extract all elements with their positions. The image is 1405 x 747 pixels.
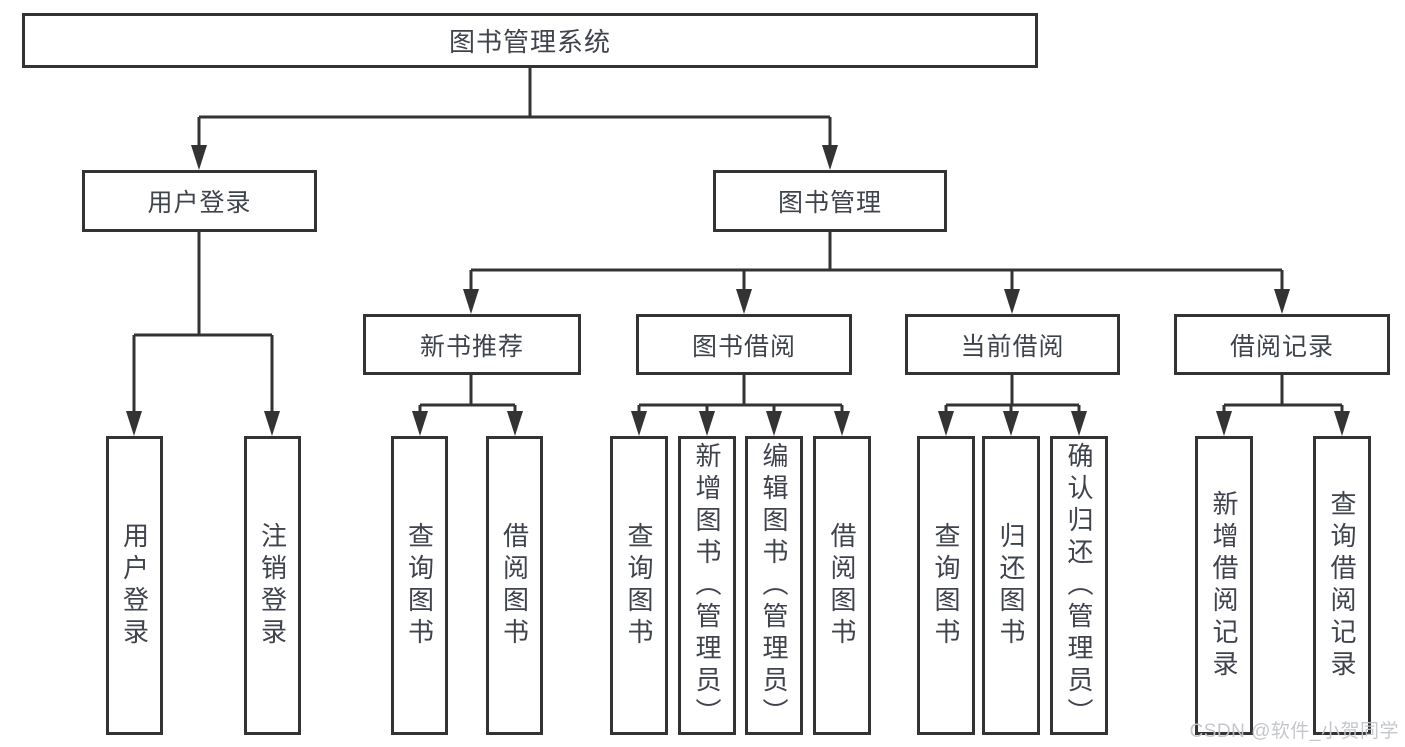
node-root-system: 图书管理系统 bbox=[22, 13, 1038, 68]
node-borrow-record: 借阅记录 bbox=[1174, 314, 1390, 375]
node-label: 编辑图书（管理员） bbox=[759, 441, 789, 730]
node-user-login: 用户登录 bbox=[82, 170, 317, 232]
leaf-query-book-borrow: 查询图书 bbox=[610, 436, 668, 735]
arrow-down-icon bbox=[412, 411, 428, 436]
arrow-down-icon bbox=[507, 411, 523, 436]
arrow-down-icon bbox=[191, 145, 207, 170]
leaf-add-book-admin: 新增图书（管理员） bbox=[678, 436, 736, 735]
arrow-down-icon bbox=[699, 411, 715, 436]
csdn-watermark: CSDN @软件_小贺同学 bbox=[1189, 721, 1399, 742]
arrow-down-icon bbox=[938, 411, 954, 436]
arrow-down-icon bbox=[1216, 411, 1232, 436]
arrow-down-icon bbox=[1004, 289, 1020, 314]
node-label: 新增图书（管理员） bbox=[692, 441, 722, 730]
node-label: 用户登录 bbox=[119, 521, 150, 650]
node-new-book-recommend: 新书推荐 bbox=[363, 314, 581, 375]
arrow-down-icon bbox=[631, 411, 647, 436]
arrow-down-icon bbox=[463, 289, 479, 314]
node-label: 归还图书 bbox=[996, 521, 1026, 650]
leaf-query-borrow-record: 查询借阅记录 bbox=[1313, 436, 1371, 735]
leaf-logout: 注销登录 bbox=[244, 436, 301, 735]
arrow-down-icon bbox=[766, 411, 782, 436]
leaf-query-book-current: 查询图书 bbox=[917, 436, 975, 735]
leaf-user-login: 用户登录 bbox=[106, 436, 163, 735]
node-label: 图书管理 bbox=[777, 189, 882, 217]
arrow-down-icon bbox=[1334, 411, 1350, 436]
node-label: 图书借阅 bbox=[691, 332, 796, 361]
node-label: 查询图书 bbox=[404, 521, 435, 650]
leaf-add-borrow-record: 新增借阅记录 bbox=[1195, 436, 1253, 735]
node-label: 借阅记录 bbox=[1229, 332, 1334, 361]
node-label: 借阅图书 bbox=[827, 521, 857, 650]
arrow-down-icon bbox=[1071, 411, 1087, 436]
node-label: 新增借阅记录 bbox=[1209, 489, 1239, 682]
node-book-management: 图书管理 bbox=[713, 170, 947, 232]
leaf-borrow-book-recommend: 借阅图书 bbox=[486, 436, 543, 735]
leaf-borrow-book: 借阅图书 bbox=[813, 436, 871, 735]
leaf-return-book: 归还图书 bbox=[982, 436, 1040, 735]
arrow-down-icon bbox=[834, 411, 850, 436]
node-label: 查询图书 bbox=[624, 521, 654, 650]
arrow-down-icon bbox=[822, 145, 838, 170]
node-book-borrow: 图书借阅 bbox=[636, 314, 852, 375]
arrow-down-icon bbox=[736, 289, 752, 314]
leaf-confirm-return-admin: 确认归还（管理员） bbox=[1050, 436, 1108, 735]
node-label: 当前借阅 bbox=[960, 332, 1065, 361]
node-label: 查询借阅记录 bbox=[1327, 489, 1357, 682]
node-label: 新书推荐 bbox=[419, 332, 524, 361]
node-label: 查询图书 bbox=[931, 521, 961, 650]
node-label: 用户登录 bbox=[147, 189, 252, 217]
node-current-borrow: 当前借阅 bbox=[905, 314, 1120, 375]
node-label: 确认归还（管理员） bbox=[1064, 441, 1094, 730]
node-label: 图书管理系统 bbox=[448, 27, 611, 57]
leaf-edit-book-admin: 编辑图书（管理员） bbox=[745, 436, 803, 735]
node-label: 借阅图书 bbox=[499, 521, 530, 650]
arrow-down-icon bbox=[1003, 411, 1019, 436]
node-label: 注销登录 bbox=[257, 521, 288, 650]
leaf-query-book-recommend: 查询图书 bbox=[391, 436, 448, 735]
arrow-down-icon bbox=[1274, 289, 1290, 314]
arrow-down-icon bbox=[264, 411, 280, 436]
arrow-down-icon bbox=[126, 411, 142, 436]
